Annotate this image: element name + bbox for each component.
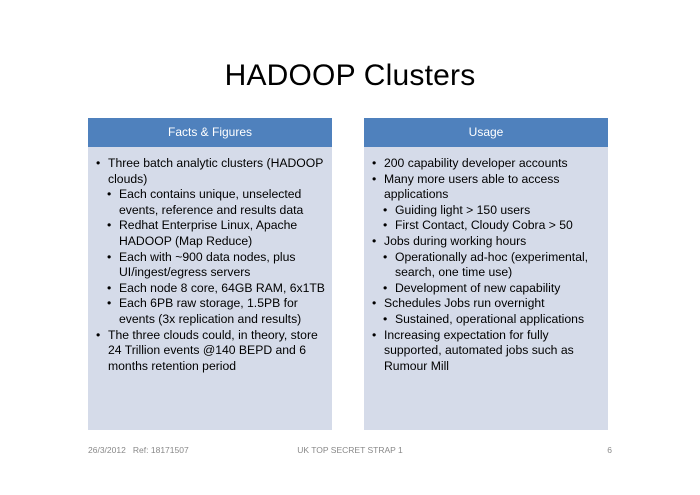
list-item-text: Three batch analytic clusters (HADOOP cl… — [108, 156, 324, 186]
slide-title: HADOOP Clusters — [224, 59, 476, 92]
list-item-text: First Contact, Cloudy Cobra > 50 — [395, 218, 573, 233]
bullet-icon: • — [96, 156, 101, 170]
bullet-icon: • — [107, 249, 112, 264]
footer-classification: UK TOP SECRET STRAP 1 — [297, 445, 403, 455]
list-item: • Jobs during working hours — [364, 234, 608, 250]
list-item-text: Jobs during working hours — [384, 233, 527, 248]
bullet-icon: • — [96, 327, 101, 342]
list-item-text: Many more users able to access applicati… — [384, 171, 560, 202]
footer-ref: Ref: 18171507 — [132, 445, 189, 455]
usage-panel: Usage • 200 capability developer accounts… — [364, 118, 608, 430]
list-item-text: Sustained, operational applications — [395, 311, 585, 326]
bullet-icon: • — [372, 327, 377, 342]
bullet-icon: • — [383, 311, 388, 326]
list-item-text: Each node 8 core, 64GB RAM, 6x1TB — [119, 280, 325, 295]
bullet-icon: • — [107, 187, 112, 202]
bullet-icon: • — [383, 280, 388, 295]
usage-list: •200 capability developer accounts•Many … — [364, 147, 608, 374]
bullet-icon: • — [372, 233, 377, 248]
list-item: • Sustained, operational applications — [364, 312, 608, 328]
list-item-text: Increasing expectation for fully support… — [384, 327, 574, 373]
bullet-icon: • — [372, 156, 377, 170]
list-item-text: Each 6PB raw storage, 1.5PB for events (… — [119, 296, 302, 326]
list-item: • Guiding light > 150 users — [364, 203, 608, 219]
footer-date-ref: 26/3/2012 Ref: 18171507 — [88, 445, 189, 455]
bullet-icon: • — [383, 218, 388, 233]
facts-figures-list: •Three batch analytic clusters (HADOOP c… — [88, 147, 332, 374]
list-item-text: Development of new capability — [395, 280, 561, 295]
list-item: • Each node 8 core, 64GB RAM, 6x1TB — [88, 281, 332, 297]
list-item: • Schedules Jobs run overnight — [364, 296, 608, 312]
bullet-icon: • — [107, 296, 112, 311]
list-item: • Three batch analytic clusters (HADOOP c… — [88, 156, 332, 187]
list-item: • The three clouds could, in theory, stor… — [88, 328, 332, 375]
list-item-text: The three clouds could, in theory, store… — [108, 327, 318, 373]
list-item-text: 200 capability developer accounts — [384, 156, 568, 170]
footer-page-number: 6 — [607, 445, 612, 455]
bullet-icon: • — [372, 296, 377, 311]
list-item-text: Redhat Enterprise Linux, Apache HADOOP (… — [119, 218, 298, 248]
bullet-icon: • — [383, 202, 388, 217]
bullet-icon: • — [107, 280, 112, 295]
bullet-icon: • — [383, 249, 388, 264]
list-item-text: Each with ~900 data nodes, plus UI/inges… — [119, 249, 296, 280]
list-item: • Development of new capability — [364, 281, 608, 297]
usage-header: Usage — [364, 118, 608, 147]
footer-date: 26/3/2012 — [88, 445, 126, 455]
bullet-icon: • — [107, 218, 112, 233]
list-item: • Many more users able to access applicat… — [364, 172, 608, 203]
list-item-text: Each contains unique, unselected events,… — [119, 187, 304, 217]
list-item: • Each contains unique, unselected events… — [88, 187, 332, 218]
list-item: • Each with ~900 data nodes, plus UI/inge… — [88, 250, 332, 281]
list-item: • Redhat Enterprise Linux, Apache HADOOP … — [88, 218, 332, 249]
facts-figures-header: Facts & Figures — [88, 118, 332, 147]
list-item: • First Contact, Cloudy Cobra > 50 — [364, 218, 608, 234]
list-item: • Each 6PB raw storage, 1.5PB for events … — [88, 296, 332, 327]
list-item-text: Operationally ad-hoc (experimental, sear… — [395, 249, 589, 280]
list-item: • 200 capability developer accounts — [364, 156, 608, 172]
bullet-icon: • — [372, 171, 377, 186]
list-item-text: Schedules Jobs run overnight — [384, 296, 545, 311]
facts-figures-panel: Facts & Figures •Three batch analytic cl… — [88, 118, 332, 430]
list-item-text: Guiding light > 150 users — [395, 202, 531, 217]
list-item: • Operationally ad-hoc (experimental, sea… — [364, 250, 608, 281]
list-item: • Increasing expectation for fully suppor… — [364, 328, 608, 375]
